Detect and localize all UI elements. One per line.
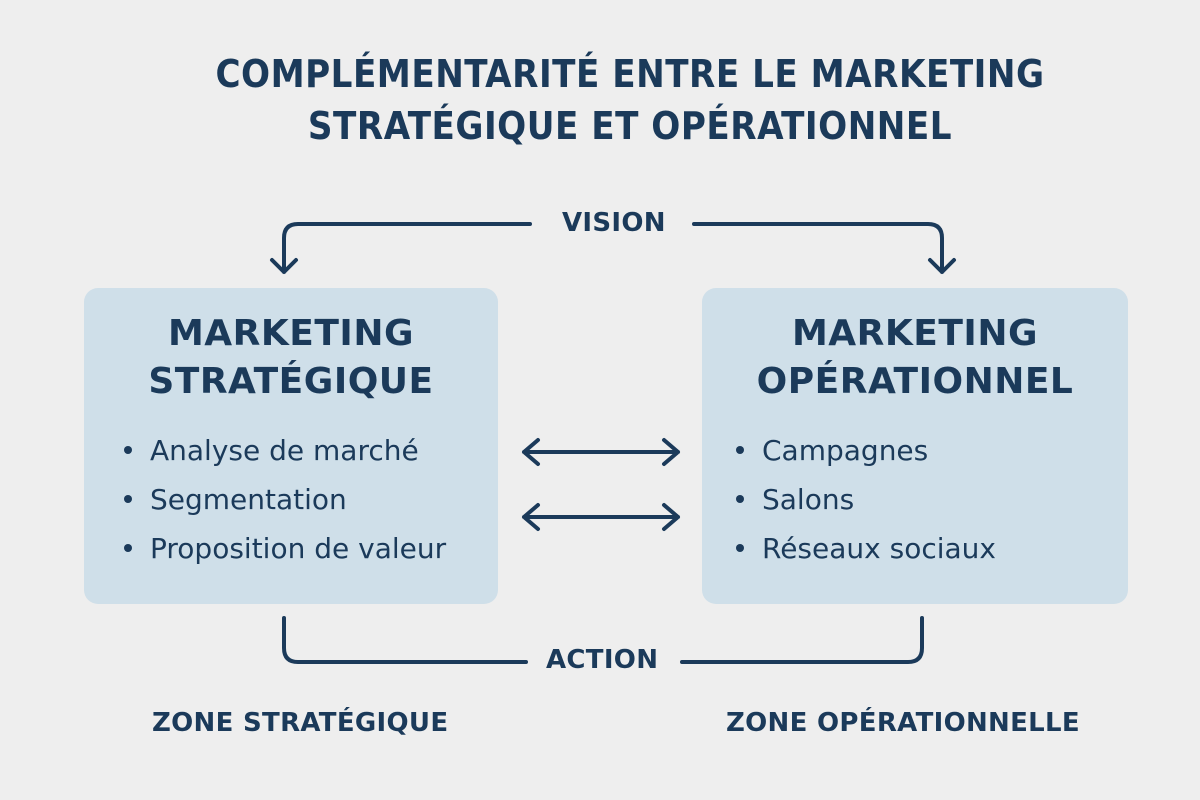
zone-strategique-label: ZONE STRATÉGIQUE [152, 708, 449, 738]
vision-right-arrow-icon [692, 222, 956, 274]
vision-left-arrow-icon [270, 222, 532, 274]
box-title: MARKETING STRATÉGIQUE [148, 313, 434, 402]
list-item: Salons [736, 475, 996, 524]
double-arrow-icon-2 [522, 503, 680, 531]
box-title: MARKETING OPÉRATIONNEL [756, 313, 1074, 402]
zone-operationnelle-label: ZONE OPÉRATIONNELLE [726, 708, 1080, 738]
title-line-1: COMPLÉMENTARITÉ ENTRE LE MARKETING [215, 52, 1045, 96]
action-left-bracket [282, 616, 528, 664]
box-marketing-strategique: MARKETING STRATÉGIQUE Analyse de marché … [84, 288, 498, 604]
vision-label: VISION [562, 208, 666, 238]
action-right-bracket [680, 616, 924, 664]
bullet-icon [736, 544, 744, 552]
bullet-icon [736, 495, 744, 503]
bullet-icon [124, 446, 132, 454]
title-line-2: STRATÉGIQUE ET OPÉRATIONNEL [307, 104, 953, 148]
operational-list: Campagnes Salons Réseaux sociaux [736, 426, 996, 573]
list-item: Réseaux sociaux [736, 524, 996, 573]
action-label: ACTION [546, 645, 659, 675]
list-item: Campagnes [736, 426, 996, 475]
strategic-list: Analyse de marché Segmentation Propositi… [124, 426, 446, 573]
list-item: Segmentation [124, 475, 446, 524]
double-arrow-icon-1 [522, 438, 680, 466]
list-item: Proposition de valeur [124, 524, 446, 573]
bullet-icon [736, 446, 744, 454]
page-title: COMPLÉMENTARITÉ ENTRE LE MARKETING STRAT… [0, 48, 1200, 152]
bullet-icon [124, 544, 132, 552]
list-item: Analyse de marché [124, 426, 446, 475]
box-marketing-operationnel: MARKETING OPÉRATIONNEL Campagnes Salons … [702, 288, 1128, 604]
bullet-icon [124, 495, 132, 503]
